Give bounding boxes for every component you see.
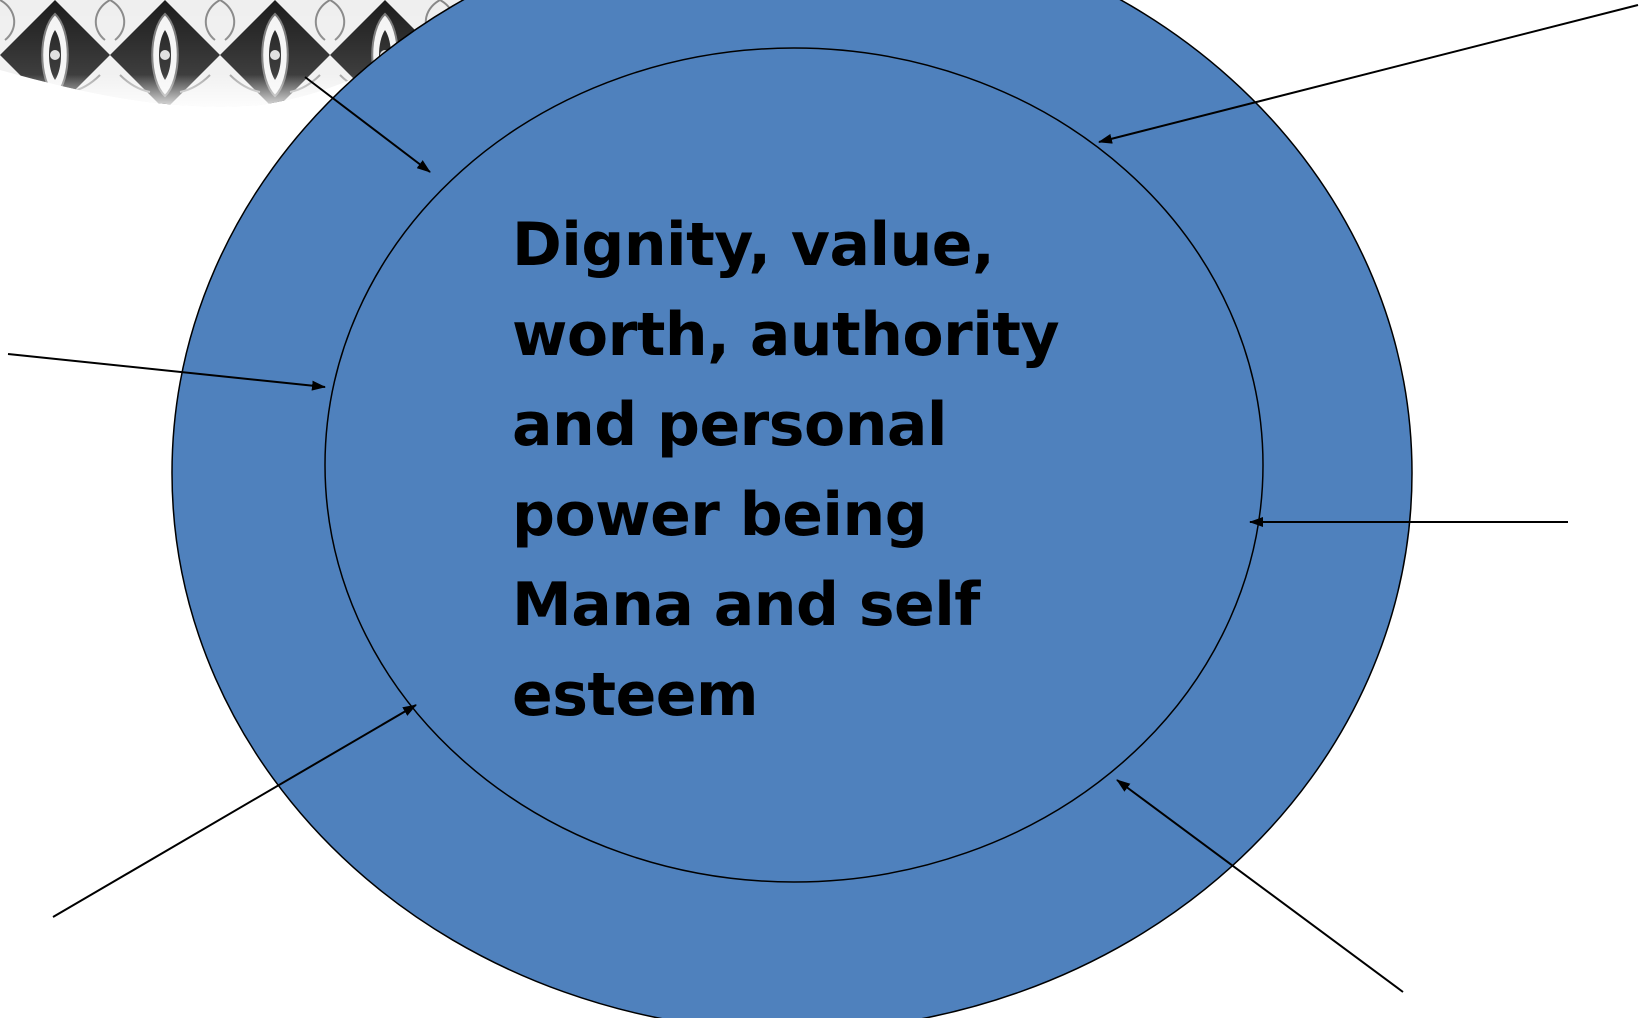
center-text-line: and personal bbox=[512, 390, 947, 460]
arrow-bottom-left bbox=[52, 704, 417, 918]
center-text-line: power being bbox=[512, 480, 928, 550]
center-text-line: worth, authority bbox=[512, 300, 1060, 370]
center-text-line: Dignity, value, bbox=[512, 210, 995, 280]
carved-pattern-decoration-icon bbox=[0, 0, 470, 107]
inner-ellipse bbox=[324, 47, 1264, 883]
arrow-top-right bbox=[1098, 4, 1639, 144]
center-text-line: Mana and self bbox=[512, 570, 980, 640]
center-text-block: Dignity, value, worth, authority and per… bbox=[512, 200, 1072, 740]
arrow-top-left bbox=[304, 76, 431, 173]
center-text-line: esteem bbox=[512, 660, 759, 730]
arrow-left bbox=[7, 353, 326, 391]
arrow-bottom-right bbox=[1116, 779, 1404, 993]
